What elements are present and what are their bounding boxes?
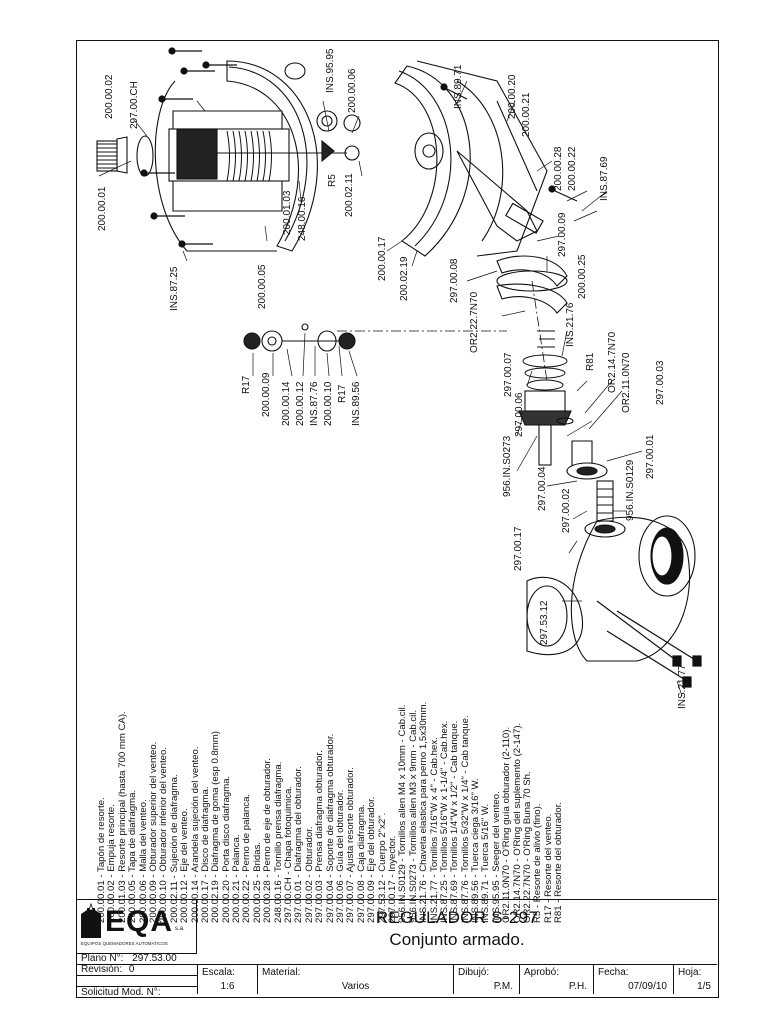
plano-row: Plano N°: 297.53.00 (77, 953, 197, 964)
plano-label: Plano N°: (81, 953, 124, 964)
aprobo-label: Aprobó: (524, 967, 560, 978)
logo-text: EQA (105, 905, 174, 938)
callout-200-00-09: 200.00.09 (261, 372, 272, 418)
callout-ins-87-69: INS.87.69 (599, 156, 610, 201)
callout-200-00-17: 200.00.17 (377, 236, 388, 282)
callout-297-00-07: 297.00.07 (503, 352, 514, 398)
callout-200-00-05: 200.00.05 (257, 264, 268, 310)
callout-or2-14-7n70: OR2.14.7N70 (607, 331, 618, 393)
callout-200-00-01: 200.00.01 (97, 186, 108, 232)
callout-200-00-10: 200.00.10 (323, 381, 334, 427)
dibujo-label: Dibujó: (458, 967, 490, 978)
parts-list-item: R81 - Resorte del obturador. (553, 801, 565, 923)
parts-list: 200.00.01 - Tapón de resorte.200.00.02 -… (96, 701, 565, 923)
callout-ins-21-76: INS.21.76 (565, 302, 576, 347)
escala-cell: Escala: 1:6 (197, 964, 257, 994)
material-cell: Material: Varios (257, 964, 453, 994)
plano-value: 297.53.00 (132, 953, 177, 964)
title-block: EQA s.a. EQUIPOS QUEMADORES AUTOMATICOS … (77, 899, 717, 998)
callout-200-00-22: 200.00.22 (567, 146, 578, 192)
callout-248-00-16: 248.00.16 (297, 196, 308, 242)
hoja-cell: Hoja: 1/5 (673, 964, 717, 994)
callout-200-00-21: 200.00.21 (521, 92, 532, 138)
dibujo-value: P.M. (493, 981, 513, 992)
parts-list-item: 297.00.09 - Eje del obturador. (366, 796, 378, 923)
callout-200-00-25: 200.00.25 (577, 254, 588, 300)
callout-297-00-ch: 297.00.CH (129, 81, 140, 129)
parts-list-item: INS.21.76 - Chaveta elastica para perno … (418, 701, 430, 923)
fecha-label: Fecha: (598, 967, 629, 978)
drawing-title-box: REGULADOR S-297 Conjunto armado. (197, 899, 717, 953)
callout-956-in-s0273: 956.IN.S0273 (502, 435, 513, 497)
hoja-value: 1/5 (697, 981, 711, 992)
callout-200-00-14: 200.00.14 (281, 381, 292, 427)
solicitud-row: Solicitud Mod. N°: (77, 975, 197, 998)
callout-200-02-19: 200.02.19 (399, 256, 410, 302)
callout-200-01-03: 200.01.03 (282, 190, 293, 236)
callout-ins-21-77: INS.21.77 (677, 664, 688, 709)
company-logo: EQA s.a. EQUIPOS QUEMADORES AUTOMATICOS (77, 899, 197, 953)
revision-value: 0 (128, 964, 135, 975)
parts-list-item: 200.00.05 - Tapa de diafragma. (127, 789, 139, 923)
material-label: Material: (262, 967, 301, 978)
eqa-logo-mark-icon (81, 902, 101, 938)
aprobo-cell: Aprobó: P.H. (519, 964, 593, 994)
callout-ins-87-76: INS.87.76 (309, 381, 320, 426)
callout-297-00-06: 297.00.06 (514, 392, 525, 438)
callout-297-00-01: 297.00.01 (645, 434, 656, 480)
callout-ins-89-56: INS.89.56 (351, 381, 362, 426)
fecha-value: 07/09/10 (628, 981, 667, 992)
exploded-view-drawing (96, 47, 702, 697)
callout-297-00-04: 297.00.04 (537, 466, 548, 512)
drawing-sheet: 297.00.CH 200.00.02 200.00.01 INS.87.25 … (76, 40, 719, 998)
logo-mark: s.a. (175, 926, 185, 932)
callout-200-00-20: 200.00.20 (507, 74, 518, 120)
callout-200-00-28: 200.00.28 (553, 146, 564, 192)
solicitud-label: Solicitud Mod. N°: (81, 987, 161, 998)
callout-r17-b: R17 (337, 384, 348, 403)
hoja-label: Hoja: (678, 967, 702, 978)
callout-or2-22-7n70: OR2.22.7N70 (469, 291, 480, 353)
callout-ins-95-95: INS.95.95 (325, 48, 336, 93)
callout-297-00-02: 297.00.02 (561, 488, 572, 534)
callout-297-00-09: 297.00.09 (557, 212, 568, 258)
revision-row: Revisión: 0 (77, 964, 197, 975)
revision-label: Revisión: (81, 964, 123, 975)
dibujo-cell: Dibujó: P.M. (453, 964, 519, 994)
callout-ins-87-25: INS.87.25 (169, 266, 180, 311)
aprobo-value: P.H. (568, 981, 587, 992)
callout-297-00-17: 297.00.17 (513, 526, 524, 572)
callout-or2-11-0n70: OR2.11.0N70 (621, 352, 632, 413)
callout-297-53-12: 297.53.12 (539, 600, 550, 646)
callout-297-00-03: 297.00.03 (655, 360, 666, 406)
callout-297-00-08: 297.00.08 (449, 258, 460, 304)
parts-list-item: 200.00.12 - Eje del venteo. (179, 808, 191, 923)
callout-956-in-s0129: 956.IN.S0129 (625, 459, 636, 521)
callout-r17-a: R17 (241, 375, 252, 394)
callout-r81: R81 (585, 352, 596, 371)
callout-r5: R5 (327, 174, 338, 187)
callout-200-00-12: 200.00.12 (295, 381, 306, 427)
drawing-title: REGULADOR S-297 (375, 908, 539, 927)
escala-value: 1:6 (220, 981, 235, 992)
material-value: Varios (341, 981, 370, 992)
callout-200-02-11: 200.02.11 (344, 173, 355, 217)
escala-label: Escala: (202, 967, 235, 978)
callout-200-00-02: 200.00.02 (104, 74, 115, 120)
callout-200-00-06: 200.00.06 (347, 68, 358, 114)
callout-ins-89-71: INS.89.71 (453, 64, 464, 109)
drawing-subtitle: Conjunto armado. (389, 930, 525, 949)
logo-subtitle: EQUIPOS QUEMADORES AUTOMATICOS (81, 941, 168, 946)
fecha-cell: Fecha: 07/09/10 (593, 964, 673, 994)
